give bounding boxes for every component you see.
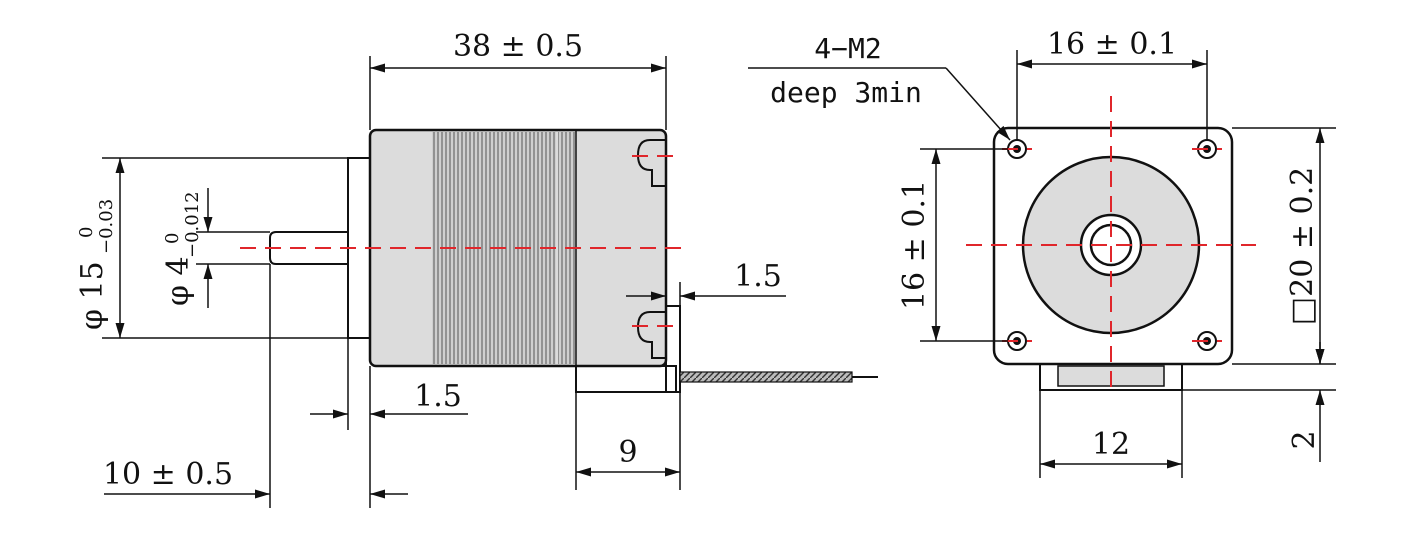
shaft (269, 231, 348, 265)
shaft-diameter-label: φ 4 0 −0.012 (161, 191, 203, 306)
svg-text:−0.012: −0.012 (182, 191, 203, 258)
shaft-length-dim: 10 ± 0.5 (103, 457, 233, 492)
connector-length-dim: 9 (618, 435, 637, 470)
front-connector (1039, 364, 1183, 391)
front-view: 4−M2 deep 3min 16 ± 0.1 16 ± 0.1 □20 ± 0… (748, 27, 1336, 478)
svg-text:0: 0 (76, 227, 97, 238)
connector-block (575, 365, 677, 393)
rear-screw-bottom (636, 311, 666, 359)
flange-size-dim: □20 ± 0.2 (1285, 167, 1320, 325)
side-view: 38 ± 0.5 φ 15 0 −0.03 φ 4 0 −0.012 1.5 1… (75, 29, 878, 508)
svg-text:φ 4: φ 4 (161, 256, 196, 306)
hole-pitch-horizontal: 16 ± 0.1 (1047, 27, 1177, 62)
svg-text:−0.03: −0.03 (96, 199, 117, 254)
rear-gap-dim: 1.5 (734, 259, 782, 294)
length-dim: 38 ± 0.5 (453, 29, 583, 64)
lead-wire (679, 371, 853, 383)
body-diameter-label: φ 15 0 −0.03 (75, 199, 117, 330)
svg-text:0: 0 (162, 233, 183, 244)
svg-text:φ 15: φ 15 (75, 261, 110, 330)
hole-pitch-vertical: 16 ± 0.1 (897, 180, 932, 310)
connector-height-dim: 2 (1287, 430, 1322, 449)
boss-dim: 1.5 (414, 379, 462, 414)
connector-width-dim: 12 (1092, 427, 1130, 462)
hole-note-line2: deep 3min (770, 76, 922, 109)
hole-note-line1: 4−M2 (814, 32, 881, 65)
